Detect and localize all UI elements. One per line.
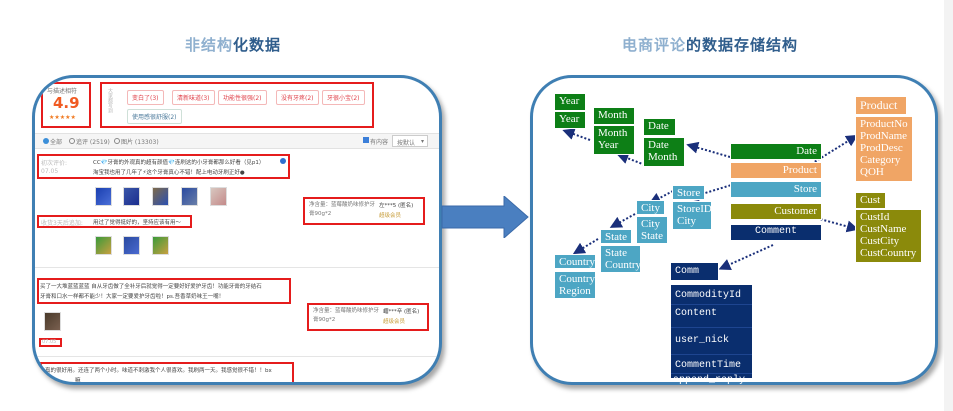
tag-item[interactable]: 清新味道(3) (172, 90, 215, 105)
product-fields: ProductNo ProdName ProdDesc Category QOH (855, 116, 913, 182)
filter-all-label[interactable]: 全部 (50, 139, 63, 146)
member-level: 超级会员 (383, 319, 406, 325)
radio-pictures[interactable] (114, 138, 120, 144)
city-fields: City State (636, 216, 668, 244)
product-table-header: Product (855, 96, 907, 115)
country-table-header: Country (554, 254, 596, 269)
review-text: CC💎牙膏的外观真的超有颜值💎连刷这的小牙膏都那么好看（见p1） (93, 160, 265, 166)
reviewer-name: 左***5 (匿名) (379, 203, 414, 209)
member-level: 超级会员 (379, 213, 402, 219)
rating-highlight (41, 82, 91, 128)
year-table-header: Year (554, 93, 586, 111)
chevron-down-icon: ▾ (421, 138, 425, 145)
impression-label: 大家都写到 (107, 88, 113, 113)
review-photo[interactable] (123, 236, 140, 255)
review-text-highlight (40, 362, 294, 382)
review-photo[interactable] (152, 236, 169, 255)
info-icon[interactable] (280, 158, 286, 164)
transform-arrow-icon (441, 196, 529, 238)
tag-item[interactable]: 变白了(3) (127, 90, 164, 105)
review-photo[interactable] (95, 187, 112, 206)
date-highlight (39, 338, 62, 347)
review-text: 买了一大堆蓝蓝蓝蓝 自从牙齿做了全补牙后就觉得一定要好好爱护牙齿！功能牙膏的牙结… (40, 284, 262, 290)
edge-strip (944, 0, 953, 411)
right-title: 电商评论的数据存储结构 (622, 36, 799, 54)
review-text: 真的很好用。还连了两个小时。味道不刺激我个人很喜欢。我刷两一天。我感觉很不错！！… (45, 368, 272, 374)
append-label: 收货3天后追加: (41, 220, 83, 227)
review-photo[interactable] (152, 187, 169, 206)
review-date: 07.05 (41, 168, 59, 175)
date-table-header: Date (643, 118, 676, 136)
store-table-header: Store (672, 185, 705, 200)
review-photo[interactable] (123, 187, 140, 206)
store-fields: StoreID City (672, 201, 712, 230)
rating-label: 与描述相符 (47, 88, 78, 95)
review-photo[interactable] (210, 187, 227, 206)
review-text-highlight (37, 278, 291, 304)
review-page-panel: 与描述相符 4.9 ★★★★★ 大家都写到 变白了(3) 清新味道(3) 功能性… (32, 75, 442, 385)
append-text: 用过了觉得挺好的，坚持应该有用～ (93, 220, 182, 226)
tag-item[interactable]: 功能性很强(2) (218, 90, 267, 105)
tag-item[interactable]: 牙很小宝(2) (322, 90, 365, 105)
left-title: 非结构化数据 (185, 36, 282, 54)
rating-value: 4.9 (53, 94, 80, 112)
review-text: 嘛 (75, 378, 81, 384)
fact-store: Store (730, 181, 822, 198)
radio-append[interactable] (69, 138, 75, 144)
fact-product: Product (730, 162, 822, 179)
month-table-header: Month (593, 107, 635, 125)
review-text-highlight (37, 154, 290, 179)
divider (35, 267, 439, 268)
review-photo[interactable] (95, 236, 112, 255)
product-spec: 净含量：蓝莓酸奶味修护牙膏90g*2 (313, 308, 380, 323)
fact-date: Date (730, 143, 822, 160)
append-highlight (37, 215, 192, 228)
country-fields: Country Region (554, 271, 596, 299)
spec-user-highlight (307, 303, 429, 331)
filter-append-label[interactable]: 追评 (2519) (76, 139, 110, 146)
cust-table-header: Cust (855, 192, 886, 209)
reviewer-name: 嵋***辛 (匿名) (383, 309, 420, 315)
product-spec: 净含量：蓝莓酸奶味修护牙膏90g*2 (309, 202, 376, 217)
cust-fields: CustId CustName CustCity CustCountry (855, 209, 922, 263)
review-text: 淘宝我也用了几年了⚡这个牙膏真心不错！配上电动牙刷正好● (93, 170, 245, 176)
comm-table-header: Comm (670, 262, 719, 281)
filter-pictures-label[interactable]: 图片 (13303) (121, 139, 159, 146)
comm-fields: CommodityId Content user_nick CommentTim… (670, 284, 753, 386)
divider (35, 356, 439, 357)
rating-stars: ★★★★★ (49, 114, 76, 121)
year-field: Year (554, 111, 586, 129)
tags-highlight (100, 82, 374, 128)
review-text: 牙膏和口水一样都不能少！大家一定要爱护牙齿啦！ps.吾香草奶味王一嘴！ (40, 294, 225, 300)
review-photo[interactable] (181, 187, 198, 206)
review-date: 07.05 (42, 339, 57, 345)
tag-item[interactable]: 使用感很舒服(2) (127, 109, 182, 124)
spec-user-highlight (303, 197, 425, 225)
date-fields: Date Month (643, 137, 685, 167)
city-table-header: City (636, 200, 665, 215)
tag-item[interactable]: 没有牙疼(2) (276, 90, 319, 105)
filter-bar (35, 133, 439, 149)
month-fields: Month Year (593, 125, 635, 155)
has-content-checkbox[interactable] (363, 137, 369, 143)
radio-all[interactable] (43, 138, 49, 144)
review-photo[interactable] (44, 312, 61, 331)
state-fields: State Country (600, 245, 641, 273)
fact-customer: Customer (730, 203, 822, 220)
has-content-label: 有内容 (370, 139, 389, 146)
fact-comment: Comment (730, 224, 822, 241)
sort-select[interactable]: 按默认 ▾ (392, 135, 428, 147)
first-review-label: 初次评价: (41, 160, 68, 167)
state-table-header: State (600, 229, 632, 244)
